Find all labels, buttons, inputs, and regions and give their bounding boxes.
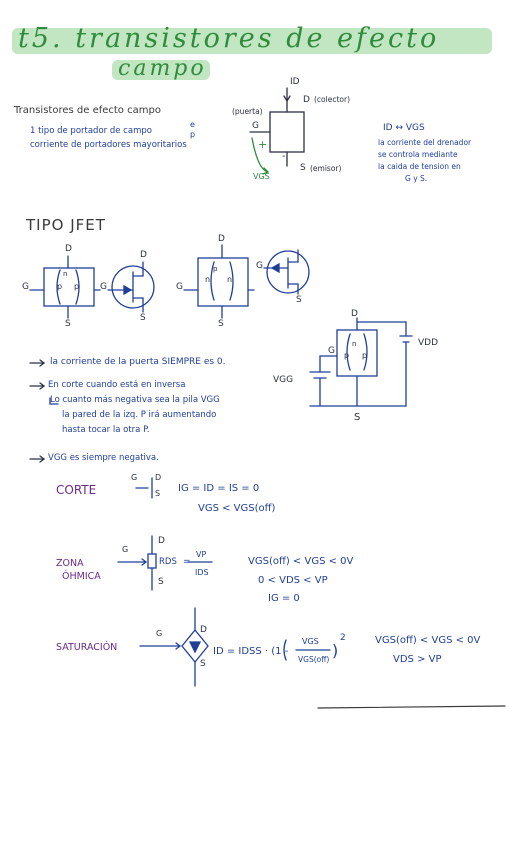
note-1: la corriente de la puerta SIEMPRE es 0.	[50, 357, 226, 367]
saturacion-g: G	[156, 629, 163, 638]
ohmica-eq-sign: =	[183, 557, 191, 567]
circuit-n: n	[352, 340, 357, 348]
jfet-circuit	[309, 317, 413, 407]
top-g-note: (puerta)	[232, 107, 263, 116]
corte-d: D	[155, 473, 162, 482]
note-5: hasta tocar la otra P.	[62, 425, 150, 435]
ohmica-num: VP	[196, 550, 207, 559]
sym3-p: p	[213, 265, 218, 273]
bottom-divider	[317, 705, 506, 709]
title-highlight-2	[112, 60, 210, 80]
saturacion-eq: ID = IDSS · (1 -	[213, 646, 289, 657]
sym3-d: D	[218, 234, 225, 244]
side-note-4: la caida de tension en	[378, 162, 461, 171]
circuit-g: G	[328, 346, 335, 356]
sym1-p-right: p	[74, 282, 80, 291]
corte-label: CORTE	[56, 483, 97, 497]
saturacion-label: SATURACIÓN	[56, 642, 118, 653]
sym4-s: S	[296, 295, 302, 305]
note-3: Lo cuanto más negativa sea la pila VGG	[50, 395, 220, 405]
sym1-s: S	[65, 319, 71, 329]
sym2-g: G	[100, 282, 107, 292]
top-minus: -	[282, 151, 286, 162]
corte-s: S	[155, 489, 161, 498]
saturacion-symbol	[139, 607, 331, 687]
page-title: t5. transistores de efecto	[18, 23, 440, 54]
top-fet-diagram	[249, 87, 305, 175]
corte-eq-1: IG = ID = IS = 0	[178, 483, 260, 494]
top-d-note: (colector)	[314, 95, 350, 104]
intro-heading: Transistores de efecto campo	[14, 105, 161, 116]
top-d-label: D	[303, 95, 310, 105]
top-g-label: G	[252, 121, 259, 131]
top-s-label: S	[300, 163, 306, 173]
top-vgs-label: VGS	[253, 172, 270, 181]
sym1-d: D	[65, 244, 72, 254]
note-arrows	[29, 359, 59, 463]
sym4-g: G	[256, 261, 263, 271]
top-s-note: (emisor)	[310, 164, 342, 173]
circuit-vdd: VDD	[418, 338, 439, 348]
sym1-n: n	[63, 270, 68, 278]
jfet-symbol-4	[263, 249, 310, 295]
note-6: VGG es siempre negativa.	[48, 453, 159, 463]
saturacion-exp: 2	[340, 633, 346, 643]
corte-g: G	[131, 473, 138, 482]
jfet-heading: TIPO JFET	[26, 216, 106, 234]
ohmica-d: D	[158, 536, 165, 546]
ohmica-rds: RDS	[159, 557, 177, 567]
ohmica-eq-2: 0 < VDS < VP	[258, 575, 328, 586]
sym3-n-right: n	[227, 275, 233, 284]
sym2-d: D	[140, 250, 147, 260]
ohmica-symbol	[117, 535, 213, 591]
note-4: la pared de la izq. P irá aumentando	[62, 410, 217, 420]
jfet-symbol-3	[183, 244, 255, 319]
ohmica-g: G	[122, 545, 129, 554]
side-note-5: G y S.	[405, 174, 428, 183]
circuit-d: D	[351, 309, 358, 319]
top-plus: +	[258, 138, 268, 151]
ohmica-label-2: ÓHMICA	[62, 571, 101, 582]
saturacion-cond-1: VGS(off) < VGS < 0V	[375, 635, 481, 646]
side-note-1: ID ↔ VGS	[383, 123, 425, 133]
intro-bullet-2: corriente de portadores mayoritarios	[30, 140, 187, 150]
corte-eq-2: VGS < VGS(off)	[198, 503, 276, 514]
corte-symbol	[135, 477, 153, 499]
sym1-g: G	[22, 282, 29, 292]
saturacion-close: )	[332, 641, 339, 660]
sym1-p-left: p	[57, 282, 63, 291]
side-note-3: se controla mediante	[378, 150, 458, 159]
saturacion-cond-2: VDS > VP	[393, 654, 442, 665]
circuit-vgg: VGG	[273, 375, 294, 385]
saturacion-frac-den: VGS(off)	[298, 655, 330, 664]
ohmica-label-1: ZONA	[56, 558, 84, 569]
ohmica-eq-1: VGS(off) < VGS < 0V	[248, 556, 354, 567]
intro-bullet-1-sub: p	[190, 130, 196, 139]
title-highlight	[12, 28, 492, 54]
saturacion-frac-num: VGS	[302, 637, 319, 646]
intro-bullet-1-super: e	[190, 120, 195, 129]
note-2: En corte cuando está en inversa	[48, 380, 186, 390]
ohmica-eq-3: IG = 0	[268, 593, 300, 604]
sym3-n-left: n	[205, 275, 211, 284]
circuit-s: S	[354, 412, 361, 423]
page-title-cont: campo	[118, 56, 207, 81]
sym3-s: S	[218, 319, 224, 329]
circuit-p2: p	[362, 351, 368, 360]
saturacion-d: D	[200, 625, 207, 635]
jfet-symbol-2	[107, 261, 155, 313]
intro-bullet-1: 1 tipo de portador de campo	[30, 126, 152, 136]
saturacion-s: S	[200, 659, 206, 669]
side-note-2: la corriente del drenador	[378, 138, 472, 147]
jfet-symbol-1	[29, 255, 101, 319]
sym2-s: S	[140, 313, 146, 323]
sym3-g: G	[176, 282, 183, 292]
ohmica-s: S	[158, 577, 164, 587]
top-id-label: ID	[290, 77, 300, 87]
ohmica-den: IDS	[195, 568, 209, 577]
